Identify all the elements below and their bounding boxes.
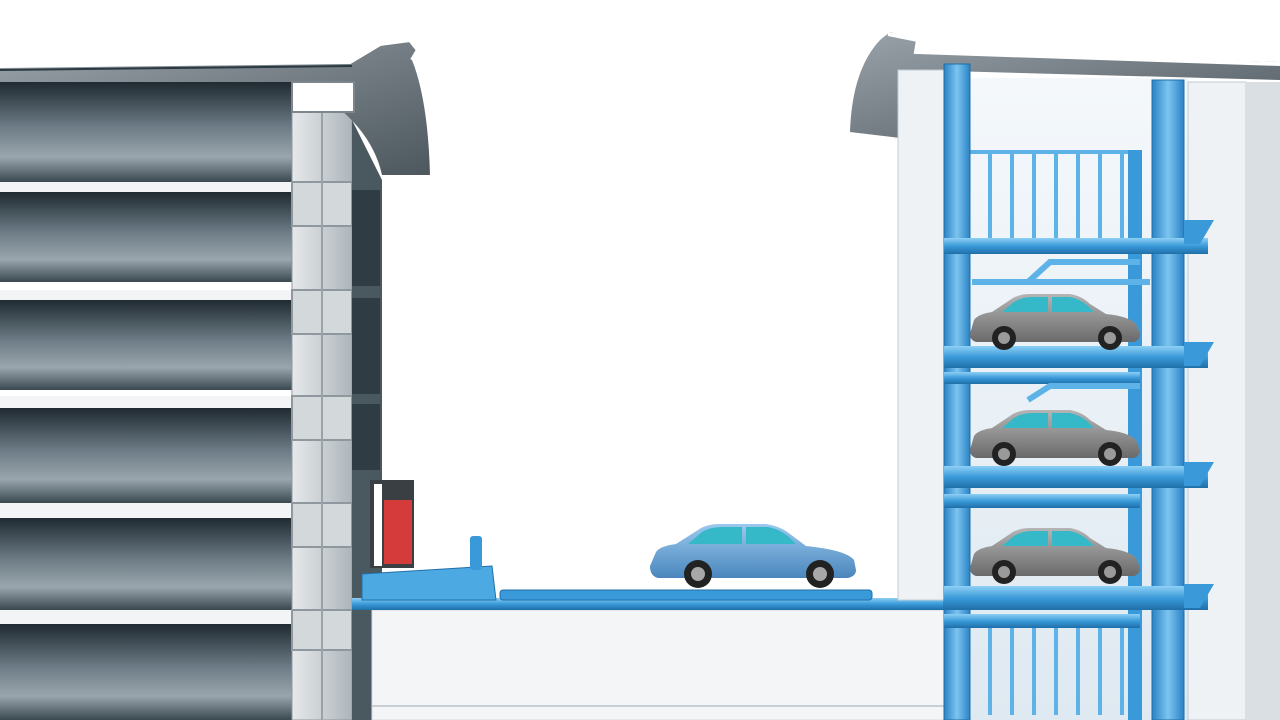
floor-slab [0,408,295,503]
building-roof [0,40,430,175]
left-building [0,37,430,720]
floor-ledge [0,610,300,624]
parking-tower [850,32,1280,720]
tower-roof [850,32,1280,138]
tower-column-right [1151,79,1185,720]
platform-deck [352,598,952,610]
floor-ledge [0,503,300,518]
ground-base [371,609,948,720]
transfer-platform [352,536,952,610]
floor-ledge [0,396,300,408]
tower-wall-left [897,69,945,601]
floor-slab [0,300,295,390]
roof-edge [291,81,355,113]
tower-column-left [943,63,971,720]
floor-slab [0,518,295,610]
floor-ledge [0,290,300,300]
platform-ramp [361,565,497,601]
entry-signal [370,480,414,568]
floor-ledge [0,182,300,192]
tower-level-beams [944,238,1208,628]
tower-wall-right [1187,81,1247,720]
tower-cage-bars [988,152,1124,715]
car-on-platform [650,524,856,588]
floor-slab [0,624,295,720]
platform-rail [499,589,873,601]
car-carrier-arms [972,259,1150,403]
floor-slab [0,192,295,282]
floor-slab [0,82,295,182]
